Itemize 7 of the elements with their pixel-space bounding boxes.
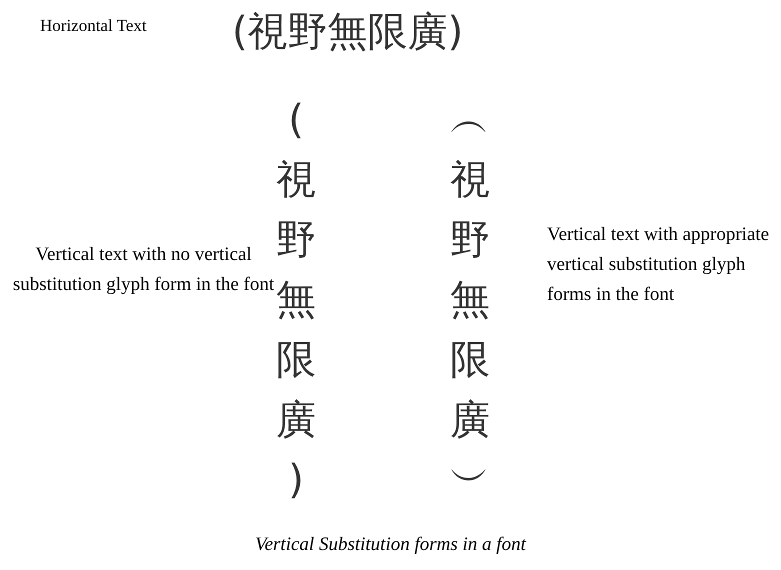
vertical-text: ︵視野無限廣︶: [449, 96, 491, 505]
description-text: Vertical text with no vertical substitution glyph form in the font: [12, 243, 276, 297]
heading-label: Horizontal Text: [40, 16, 148, 36]
description-text: Vertical text with appropriate vertical substitution glyph forms in the font: [547, 223, 770, 307]
caption: Vertical Substitution forms in a font: [254, 534, 528, 556]
vertical-text: (視野無限廣): [275, 96, 317, 505]
horizontal-text: (視野無限廣): [232, 8, 464, 57]
